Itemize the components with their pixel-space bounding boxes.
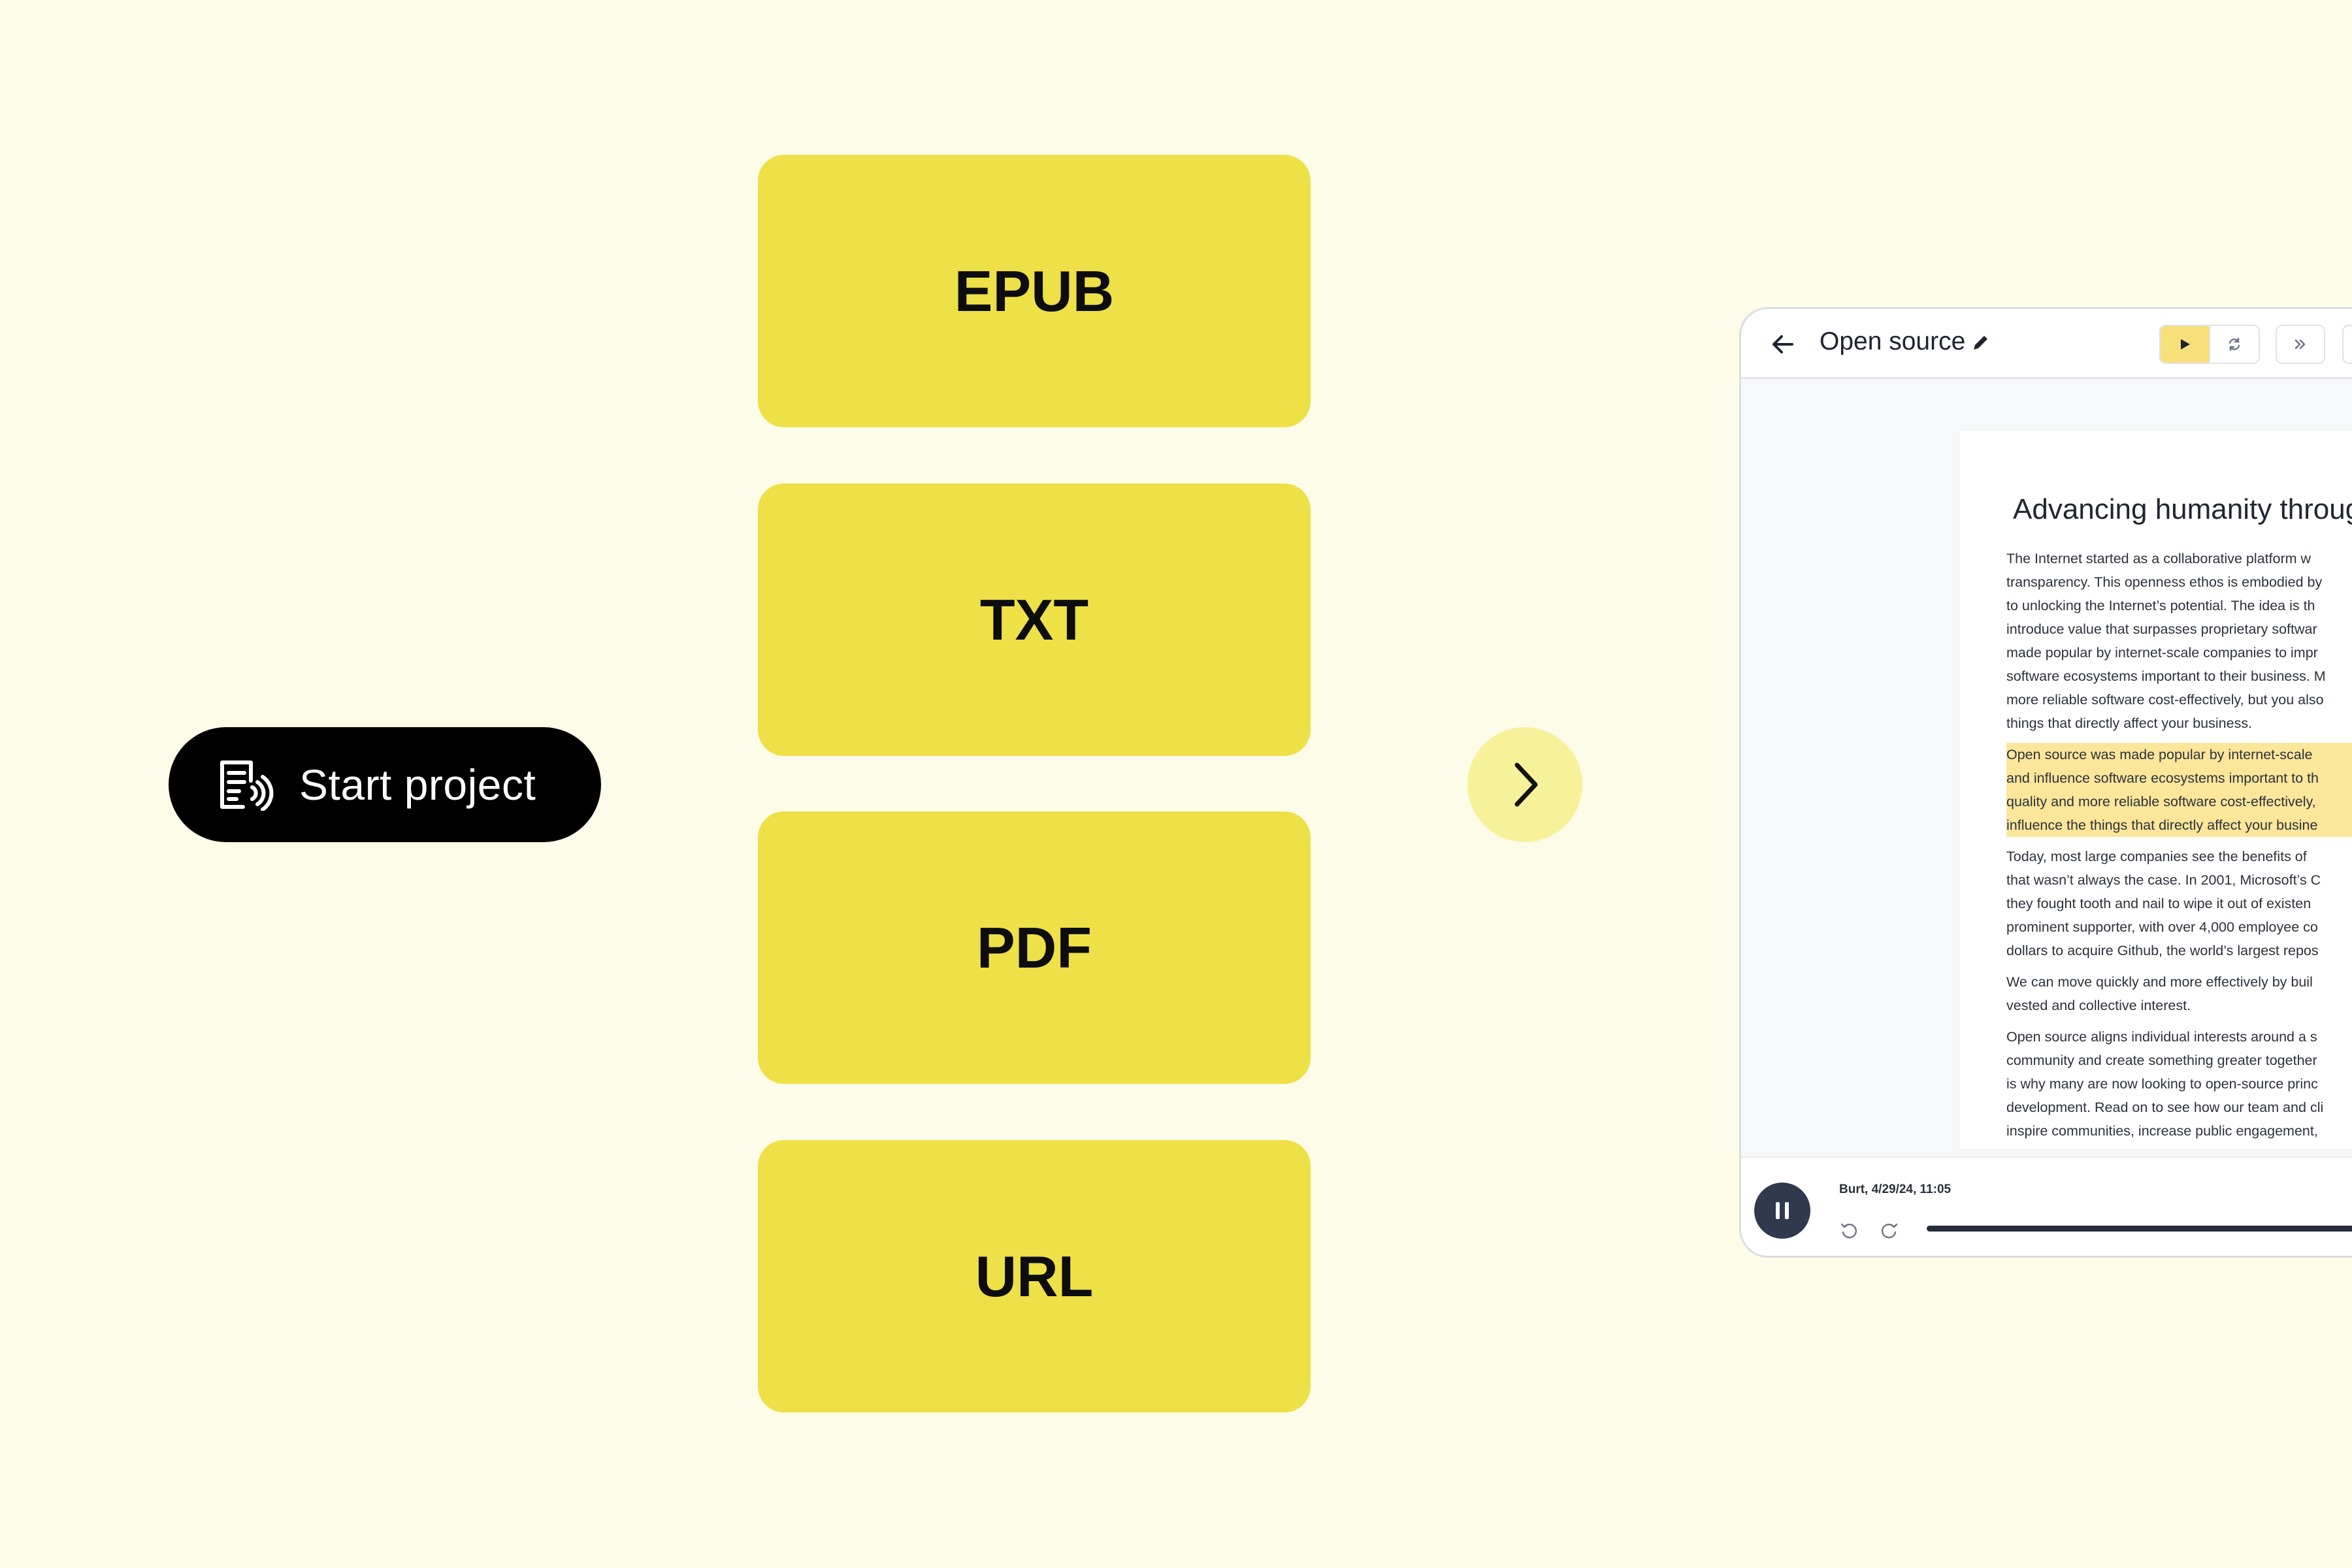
app-preview-window: Open source Advancing humanity throug Th…	[1739, 307, 2352, 1258]
paragraph-line: Open source aligns individual interests …	[2006, 1029, 2317, 1045]
paragraph-line: they fought tooth and nail to wipe it ou…	[2006, 896, 2311, 911]
paragraph-line: to unlocking the Internet’s potential. T…	[2006, 598, 2315, 613]
document-audio-icon	[217, 759, 276, 811]
app-header: Open source	[1741, 309, 2352, 379]
audio-player: Burt, 4/29/24, 11:05	[1741, 1156, 2352, 1256]
paragraph-line: inspire communities, increase public eng…	[2006, 1123, 2318, 1139]
paragraph-line: that wasn’t always the case. In 2001, Mi…	[2006, 872, 2321, 888]
playback-controls	[2159, 325, 2260, 364]
audio-meta: Burt, 4/29/24, 11:05	[1839, 1183, 1952, 1196]
format-card-url[interactable]: URL	[758, 1140, 1311, 1413]
paragraph-line: We can move quickly and more effectively…	[2006, 974, 2313, 990]
pause-button[interactable]	[1754, 1183, 1810, 1239]
refresh-icon	[2229, 337, 2240, 351]
skip-forward-icon	[2295, 339, 2306, 350]
paragraph-line: vested and collective interest.	[2006, 998, 2191, 1013]
refresh-button[interactable]	[2209, 326, 2259, 363]
paragraph-line: transparency. This openness ethos is emb…	[2006, 574, 2323, 590]
paragraph-line: influence the things that directly affec…	[2006, 817, 2318, 833]
start-project-label: Start project	[299, 760, 536, 809]
edit-pencil-icon[interactable]	[1970, 333, 1991, 353]
pause-icon	[1776, 1202, 1789, 1219]
document-paragraph: Today, most large companies see the bene…	[2006, 845, 2352, 962]
paragraph-line: development. Read on to see how our team…	[2006, 1100, 2324, 1115]
paragraph-line: prominent supporter, with over 4,000 emp…	[2006, 919, 2318, 935]
format-label: TXT	[979, 587, 1089, 652]
format-card-pdf[interactable]: PDF	[758, 811, 1311, 1084]
document-body: The Internet started as a collaborative …	[2006, 547, 2352, 1151]
paragraph-line: Today, most large companies see the bene…	[2006, 849, 2307, 864]
play-icon	[2181, 339, 2190, 350]
paragraph-line: and influence software ecosystems import…	[2006, 770, 2319, 786]
document-paragraph: Open source aligns individual interests …	[2006, 1025, 2352, 1143]
project-title: Open source	[1820, 327, 1966, 355]
paragraph-line: introduce value that surpasses proprieta…	[2006, 621, 2317, 637]
paragraph-line: software ecosystems important to their b…	[2006, 668, 2326, 684]
start-project-button[interactable]: Start project	[169, 727, 601, 842]
format-card-txt[interactable]: TXT	[758, 483, 1311, 756]
forward-10-icon[interactable]	[1880, 1220, 1899, 1240]
paragraph-line: quality and more reliable software cost-…	[2006, 794, 2316, 809]
format-card-epub[interactable]: EPUB	[758, 155, 1311, 427]
format-label: URL	[975, 1243, 1094, 1309]
back-arrow-icon[interactable]	[1770, 331, 1796, 357]
paragraph-line: The Internet started as a collaborative …	[2006, 551, 2311, 566]
paragraph-line: more reliable software cost-effectively,…	[2006, 692, 2324, 708]
playback-progress-bar[interactable]	[1927, 1226, 2352, 1232]
rewind-10-icon[interactable]	[1839, 1220, 1859, 1240]
document-paragraph: The Internet started as a collaborative …	[2006, 547, 2352, 735]
paragraph-line: community and create something greater t…	[2006, 1053, 2317, 1068]
document-heading: Advancing humanity throug	[2013, 493, 2352, 525]
paragraph-line: things that directly affect your busines…	[2006, 715, 2253, 731]
highlighted-paragraph: Open source was made popular by internet…	[2006, 743, 2352, 837]
paragraph-line: is why many are now looking to open-sour…	[2006, 1076, 2318, 1092]
format-label: EPUB	[954, 258, 1115, 323]
document-page: Advancing humanity throug The Internet s…	[1959, 431, 2352, 1149]
document-paragraph: We can move quickly and more effectively…	[2006, 970, 2352, 1017]
format-label: PDF	[977, 915, 1092, 980]
paragraph-line: Open source was made popular by internet…	[2006, 747, 2313, 762]
more-button[interactable]	[2342, 325, 2352, 364]
next-button[interactable]	[1467, 727, 1582, 842]
paragraph-line: made popular by internet-scale companies…	[2006, 645, 2318, 661]
play-button[interactable]	[2161, 326, 2209, 363]
paragraph-line: dollars to acquire Github, the world’s l…	[2006, 943, 2319, 958]
chevron-right-icon	[1514, 762, 1538, 807]
skip-forward-button[interactable]	[2276, 325, 2325, 364]
